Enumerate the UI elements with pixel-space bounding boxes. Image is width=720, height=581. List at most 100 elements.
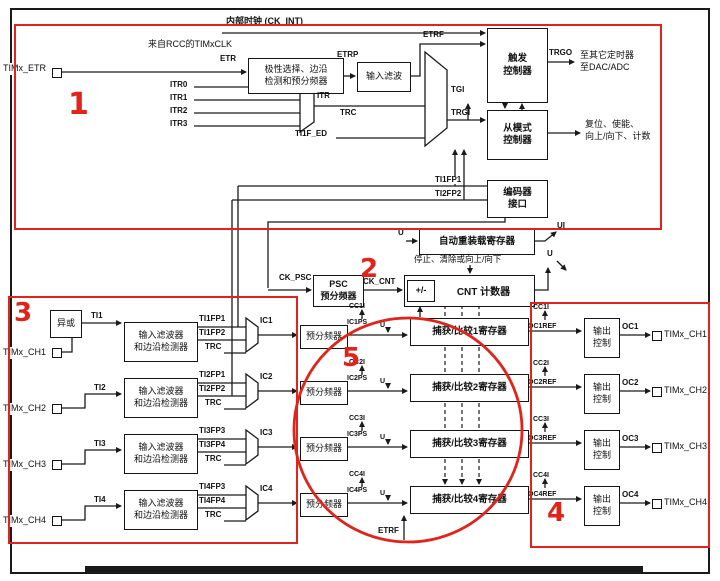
ch2-input-pin-label: TIMx_CH2	[2, 403, 48, 415]
ch3-oc-label: OC3	[622, 434, 639, 443]
ch3-output-pin-label: TIMx_CH3	[664, 441, 708, 451]
ch1-input-pin	[52, 348, 62, 358]
ch3-cci-right-label: CC3I	[533, 416, 549, 423]
ch4-fp2-label: TI4FP4	[198, 496, 227, 505]
ch2-ic-label: IC2	[260, 372, 273, 381]
ch2-u-label: U	[380, 378, 386, 385]
ch2-capture-compare-box: 捕获/比较2寄存器	[410, 374, 529, 402]
ch3-ic-label: IC3	[260, 428, 273, 437]
annotation-number-4: 4	[547, 498, 566, 528]
ch1-output-pin	[652, 331, 662, 341]
ch1-prescaler-box: 预分频器	[300, 325, 348, 349]
input-filter-box: 输入滤波	[357, 62, 411, 92]
cnt-counter-label: CNT 计数器	[456, 286, 511, 298]
diagram-outer-border	[10, 8, 710, 574]
ch4-cci-right-label: CC4I	[533, 472, 549, 479]
trc-top-label: TRC	[340, 108, 357, 117]
ch4-trc-label: TRC	[204, 510, 223, 519]
ch3-icps-label: IC3PS	[347, 431, 368, 438]
etrf-label: ETRF	[423, 30, 444, 39]
ch2-input-pin	[52, 404, 62, 414]
ch4-ti-label: TI4	[94, 495, 106, 504]
itr3-label: ITR3	[170, 119, 188, 128]
etr-label: ETR	[220, 54, 236, 63]
ch1-ti-label: TI1	[91, 311, 103, 320]
ch2-output-pin-label: TIMx_CH2	[664, 385, 708, 395]
ch4-icps-label: IC4PS	[347, 487, 368, 494]
plus-minus-box: +/-	[407, 280, 435, 302]
ch1-input-filter-box: 输入滤波器 和边沿检测器	[124, 322, 198, 362]
encoder-interface-box: 编码器 接口	[487, 180, 548, 218]
ch1-capture-compare-box: 捕获/比较1寄存器	[410, 318, 529, 346]
ck-cnt-label: CK_CNT	[363, 277, 396, 286]
ch3-input-pin-label: TIMx_CH3	[2, 459, 48, 471]
bottom-border-bar	[85, 566, 643, 572]
ch3-trc-label: TRC	[204, 454, 223, 463]
auto-reload-register-box: 自动重装载寄存器	[419, 229, 535, 255]
ti1fp1-top-label: TI1FP1	[434, 175, 463, 184]
ch1-icps-label: IC1PS	[347, 319, 368, 326]
ch2-output-control-box: 输出 控制	[584, 374, 620, 414]
ch2-prescaler-box: 预分频器	[300, 381, 348, 405]
ch4-cci-left-label: CC4I	[349, 471, 365, 478]
annotation-number-2: 2	[360, 254, 379, 284]
ch2-cci-right-label: CC2I	[533, 360, 549, 367]
ch1-ocref-label: OC1REF	[528, 323, 557, 330]
ch1-input-pin-label: TIMx_CH1	[2, 347, 48, 359]
ch2-fp2-label: TI2FP2	[198, 384, 227, 393]
xor-box: 异或	[50, 310, 82, 338]
trgi-label: TRGI	[451, 108, 471, 117]
ch4-ic-label: IC4	[260, 484, 273, 493]
ti1f-ed-label: TI1F_ED	[295, 129, 328, 138]
u-event-in-label: U	[398, 228, 404, 237]
annotation-number-1: 1	[68, 87, 89, 122]
ch4-output-pin	[652, 499, 662, 509]
ch4-input-pin	[52, 516, 62, 526]
ch1-fp2-label: TI1FP2	[198, 328, 227, 337]
ch2-output-pin	[652, 387, 662, 397]
ch2-oc-label: OC2	[622, 378, 639, 387]
ck-psc-label: CK_PSC	[279, 273, 312, 282]
ch4-input-filter-box: 输入滤波器 和边沿检测器	[124, 490, 198, 530]
trigger-controller-box: 触发 控制器	[487, 28, 548, 103]
ch3-ocref-label: OC3REF	[528, 435, 557, 442]
etrf-bottom-label: ETRF	[378, 526, 399, 535]
ch4-oc-label: OC4	[622, 490, 639, 499]
annotation-number-5: 5	[342, 343, 361, 373]
ch1-output-pin-label: TIMx_CH1	[664, 329, 708, 339]
trgo-destination-label: 至其它定时器 至DAC/ADC	[580, 50, 635, 72]
ch3-capture-compare-box: 捕获/比较3寄存器	[410, 430, 529, 458]
ch4-output-control-box: 输出 控制	[584, 486, 620, 526]
polarity-edge-prescaler-box: 极性选择、边沿 检测和预分频器	[248, 58, 344, 94]
ch3-input-pin	[52, 460, 62, 470]
slave-mode-controller-box: 从模式 控制器	[487, 110, 548, 160]
ch4-input-pin-label: TIMx_CH4	[2, 515, 48, 527]
ch1-trc-label: TRC	[204, 342, 223, 351]
ch4-ocref-label: OC4REF	[528, 491, 557, 498]
itr2-label: ITR2	[170, 106, 188, 115]
ch4-output-pin-label: TIMx_CH4	[664, 497, 708, 507]
ch2-trc-label: TRC	[204, 398, 223, 407]
u-event-out-label: U	[547, 249, 553, 258]
ch1-cci-left-label: CC1I	[349, 303, 365, 310]
ch4-prescaler-box: 预分频器	[300, 493, 348, 517]
ch3-cci-left-label: CC3I	[349, 415, 365, 422]
ui-event-label: UI	[557, 221, 565, 230]
ch4-capture-compare-box: 捕获/比较4寄存器	[410, 486, 529, 514]
ch1-u-label: U	[380, 322, 386, 329]
trgo-label: TRGO	[549, 48, 573, 57]
ch1-fp1-label: TI1FP1	[198, 314, 227, 323]
ch1-oc-label: OC1	[622, 322, 639, 331]
internal-clock-label: 内部时钟 (CK_INT)	[226, 16, 303, 26]
ch3-output-pin	[652, 443, 662, 453]
ch2-ocref-label: OC2REF	[528, 379, 557, 386]
annotation-number-3: 3	[14, 298, 33, 328]
ch3-u-label: U	[380, 434, 386, 441]
itr1-label: ITR1	[170, 93, 188, 102]
tgi-label: TGI	[451, 85, 465, 94]
itr0-label: ITR0	[170, 80, 188, 89]
ch1-ic-label: IC1	[260, 316, 273, 325]
itr-label: ITR	[317, 91, 330, 100]
ch2-icps-label: IC2PS	[347, 375, 368, 382]
